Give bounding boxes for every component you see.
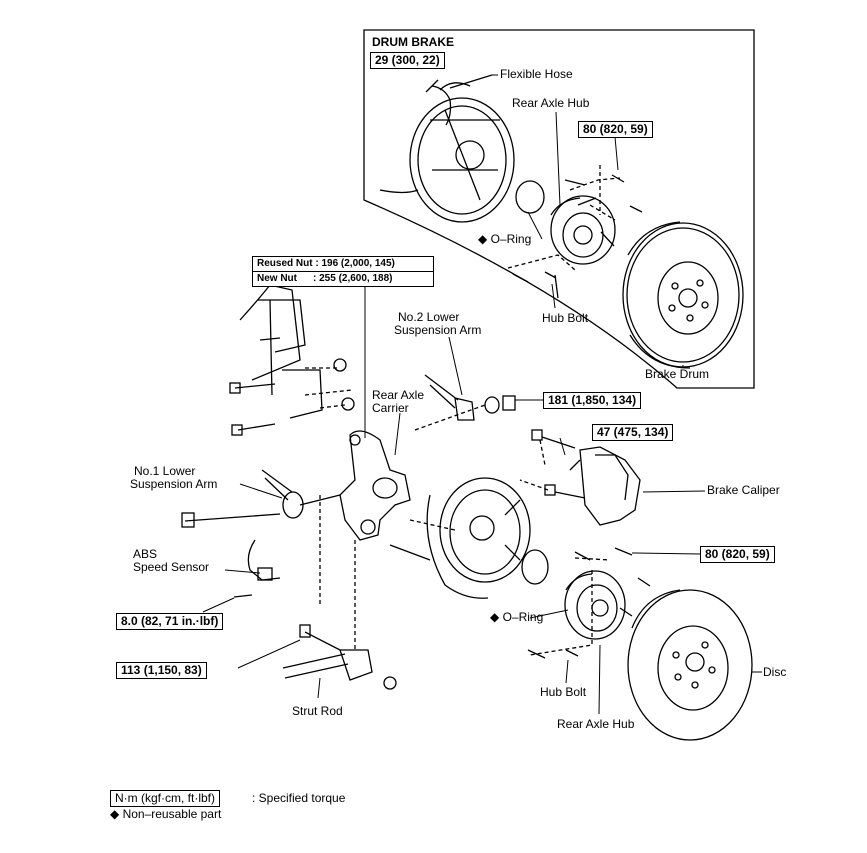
drum-brake-title: DRUM BRAKE — [372, 35, 454, 49]
o-ring-text: O–Ring — [502, 610, 544, 624]
o-ring-drum — [515, 180, 545, 214]
reused-nut-label: Reused Nut — [257, 258, 313, 269]
label-brake-caliper: Brake Caliper — [707, 483, 780, 497]
legend-specified-torque: : Specified torque — [252, 791, 346, 805]
nut-torque-table: Reused Nut : 196 (2,000, 145) New Nut : 2… — [252, 256, 434, 287]
label-hub-bolt-disc: Hub Bolt — [540, 685, 587, 699]
drum-brake-inset-frame — [363, 29, 755, 389]
no1-lower-arm-line1: No.1 Lower — [134, 464, 196, 478]
disc-backing-plate — [389, 477, 531, 599]
no2-lower-arm-line2: Suspension Arm — [394, 323, 482, 337]
brake-caliper — [531, 429, 641, 526]
o-ring-text: O–Ring — [490, 232, 532, 246]
torque-label-181: 181 (1,850, 134) — [543, 392, 642, 409]
nonreusable-text: Non–reusable part — [122, 807, 222, 821]
rear-axle-carrier-line2: Carrier — [372, 401, 409, 415]
label-o-ring-drum: ◆ O–Ring — [478, 233, 531, 246]
brake-drum — [622, 221, 744, 369]
brake-disc-rotor — [627, 589, 753, 741]
rear-axle-carrier-line1: Rear Axle — [372, 388, 425, 402]
reused-nut-value: : 196 (2,000, 145) — [315, 258, 395, 269]
no2-lower-suspension-arm — [424, 374, 516, 421]
caliper-dashed-guides — [519, 439, 549, 491]
legend-nonreusable: ◆ Non–reusable part — [110, 808, 221, 821]
rear-axle-carrier — [339, 430, 411, 541]
o-ring-disc — [521, 549, 549, 585]
torque-label-hose: 29 (300, 22) — [370, 52, 445, 69]
diamond-icon: ◆ — [110, 807, 120, 821]
label-hub-bolt-drum: Hub Bolt — [542, 311, 589, 325]
no1-lower-suspension-arm — [181, 469, 341, 528]
diamond-icon: ◆ — [478, 232, 488, 246]
bracket-bolts — [229, 358, 355, 436]
label-o-ring-disc: ◆ O–Ring — [490, 611, 543, 624]
no1-lower-arm-line2: Suspension Arm — [130, 477, 218, 491]
new-nut-row: New Nut : 255 (2,600, 188) — [253, 272, 433, 286]
no2-lower-arm-line1: No.2 Lower — [398, 310, 460, 324]
torque-label-80-disc: 80 (820, 59) — [700, 546, 775, 563]
label-disc: Disc — [763, 665, 787, 679]
abs-line2: Speed Sensor — [133, 560, 210, 574]
body-mount-bracket — [239, 284, 323, 419]
new-nut-label: New Nut — [257, 273, 297, 284]
label-abs-speed-sensor: ABS Speed Sensor — [133, 548, 209, 574]
legend-unit-box: N·m (kgf·cm, ft·lbf) — [110, 790, 220, 807]
label-no2-lower-arm: No.2 Lower Suspension Arm — [394, 311, 481, 337]
hub-bolts-drum — [512, 174, 643, 299]
label-strut-rod: Strut Rod — [292, 704, 343, 718]
flexible-hose-drum — [425, 74, 493, 126]
label-flexible-hose: Flexible Hose — [500, 67, 573, 81]
leader-lines — [202, 74, 762, 715]
label-no1-lower-arm: No.1 Lower Suspension Arm — [130, 465, 217, 491]
torque-label-8: 8.0 (82, 71 in.·lbf) — [116, 613, 224, 630]
reused-nut-row: Reused Nut : 196 (2,000, 145) — [253, 257, 433, 272]
label-rear-axle-hub-disc: Rear Axle Hub — [557, 717, 635, 731]
diamond-icon: ◆ — [490, 610, 500, 624]
label-rear-axle-hub-drum: Rear Axle Hub — [512, 96, 590, 110]
label-brake-drum: Brake Drum — [645, 367, 710, 381]
rear-axle-hub-disc — [564, 570, 626, 640]
abs-speed-sensor — [233, 539, 281, 598]
torque-label-hub-drum: 80 (820, 59) — [578, 121, 653, 138]
new-nut-value: : 255 (2,600, 188) — [313, 273, 393, 284]
rear-axle-hub-drum — [550, 195, 616, 265]
torque-label-113: 113 (1,150, 83) — [116, 662, 207, 679]
bracket-dashed-guides — [304, 367, 353, 409]
disc-dashed-guides — [529, 557, 611, 656]
dashed-hub-guides — [507, 165, 621, 271]
carrier-dashed-guides — [319, 404, 486, 650]
torque-label-47: 47 (475, 134) — [592, 424, 674, 441]
abs-line1: ABS — [133, 547, 158, 561]
hub-bolts-disc — [527, 547, 651, 659]
strut-rod — [282, 624, 397, 690]
drum-backing-plate — [379, 82, 515, 223]
label-rear-axle-carrier: Rear Axle Carrier — [372, 389, 424, 415]
